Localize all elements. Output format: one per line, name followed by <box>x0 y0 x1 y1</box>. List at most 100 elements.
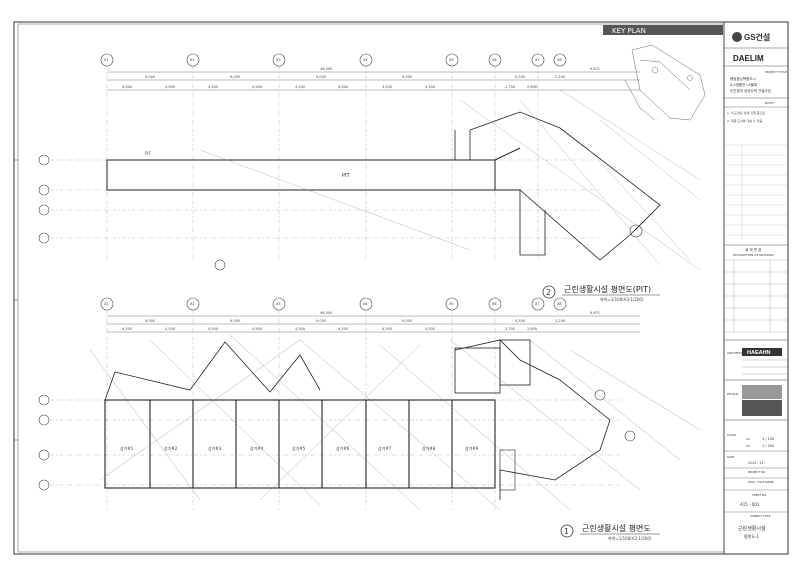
key-plan-label: KEY PLAN <box>612 27 646 35</box>
drawing-text: X3 <box>276 302 281 306</box>
drawing-text: 9,000 <box>402 75 412 79</box>
drawing-text: 4,500 <box>165 327 175 331</box>
drawing-text: 4,500 <box>252 85 262 89</box>
drawing-text: 9,671 <box>590 311 600 315</box>
drawing-text: 9,000 <box>316 319 326 323</box>
drawing-text: 46,000 <box>320 67 332 71</box>
plan-pit <box>38 53 701 271</box>
drawing-text: DATE <box>727 455 735 459</box>
drawing-text: 9,000 <box>316 75 326 79</box>
drawing-text: X8 <box>557 58 562 62</box>
drawing-text: 4,500 <box>208 327 218 331</box>
drawing-text: 4,500 <box>165 85 175 89</box>
room-label: 상가#7 <box>378 445 392 451</box>
room-label: 상가#1 <box>120 445 134 451</box>
room-label: 상가#5 <box>292 445 306 451</box>
drawing-text: X2 <box>190 58 195 62</box>
room-label: 상가#9 <box>465 445 479 451</box>
drawing-text: X7 <box>535 302 540 306</box>
drawing-text: SCALE <box>727 433 736 437</box>
drawing-text: X5 <box>449 302 454 306</box>
drawing-text: 행정중심복합도시 <box>730 76 756 81</box>
plan2-scale: 축척=1/100(A3:1/200) <box>600 296 644 302</box>
drawing-text: 46,000 <box>320 311 332 315</box>
drawing-text: X4 <box>363 58 368 62</box>
drawing-text: 9,671 <box>590 67 600 71</box>
drawing-text: 9,000 <box>145 75 155 79</box>
pit-label: PIT <box>342 173 350 179</box>
drawing-text: 4,500 <box>295 85 305 89</box>
drawing-text: 4,500 <box>208 85 218 89</box>
drawing-text: 5,500 <box>515 319 525 323</box>
room-label: 상가#6 <box>336 445 350 451</box>
drawing-text: 4-2생활권 L4블록 <box>730 82 758 87</box>
drawing-text: 근린생활시설 <box>738 525 766 532</box>
drawing-text: 2,800 <box>527 85 537 89</box>
title-block: GS건설 DAELIM PROJECT TITLE 행정중심복합도시 4-2생활… <box>723 22 788 554</box>
plan-ground <box>38 297 701 511</box>
drawing-text: PROJECT NO. <box>748 470 766 474</box>
drawing-text: 민간참여 공공주택 건설사업 <box>730 88 771 93</box>
drawing-text: X4 <box>363 302 368 306</box>
drawing-text: 평면도-1 <box>744 533 759 539</box>
drawing-text: 1 / 200 <box>762 444 774 448</box>
drawing-text: 2,240 <box>555 75 565 79</box>
room-label: 상가#8 <box>422 445 436 451</box>
drawing-text: NOTE <box>765 101 773 105</box>
drawing-text: 1 / 100 <box>762 437 774 441</box>
drawing-text: 4,500 <box>338 85 348 89</box>
key-plan-sketch <box>624 44 706 121</box>
drawing-text: X1 <box>104 302 109 306</box>
drawing-text: 4,500 <box>338 327 348 331</box>
drawing-text: A3 <box>746 444 750 448</box>
daelim-logo: DAELIM <box>733 54 764 63</box>
drawing-text: X2 <box>190 302 195 306</box>
dimension-texts: 46,000 9,671 9,000 9,000 9,000 9,000 5,5… <box>122 311 600 331</box>
drawing-text: 4,500 <box>382 85 392 89</box>
drawing-text: 9,000 <box>230 75 240 79</box>
drawing-text: X3 <box>276 58 281 62</box>
plan1-number-circle <box>560 524 574 538</box>
drawing-text: 4,500 <box>425 327 435 331</box>
drawing-text: 9,000 <box>402 319 412 323</box>
drawing-text: 5,500 <box>515 75 525 79</box>
drawing-text: A1 <box>746 437 750 441</box>
plan2-number-circle <box>542 285 556 299</box>
drawing-text: 4,500 <box>252 327 262 331</box>
drawing-text: DWG. TITLE NAME <box>748 480 774 484</box>
drawing-text: SUBJECT TITLE <box>750 514 771 518</box>
drawing-text: ARCHITECT <box>727 351 743 355</box>
plan1-scale: 축척=1/100(A3:1/200) <box>608 535 652 541</box>
drawing-text: X7 <box>535 58 540 62</box>
drawing-text: 설 계 변 경 <box>745 247 761 252</box>
plan2-title: 근린생활시설 평면도(PIT) <box>564 284 651 294</box>
drawing-text: X1 <box>104 58 109 62</box>
drawing-text: 2021. 11. <box>748 461 765 465</box>
drawing-text: X6 <box>492 302 497 306</box>
drawing-text: 4,500 <box>425 85 435 89</box>
pit-label-small: PIT <box>145 151 152 156</box>
drawing-text: A15 - 001 <box>740 502 760 507</box>
drawing-text: X6 <box>492 58 497 62</box>
dimension-texts-pit: 46,000 9,671 9,000 9,000 9,000 9,000 5,5… <box>122 67 600 89</box>
plan2-number: 2 <box>546 288 551 297</box>
drawing-text: X5 <box>449 58 454 62</box>
gs-logo: GS건설 <box>744 32 770 42</box>
drawing-text: PROJECT TITLE <box>765 70 787 74</box>
left-edge-ticks <box>14 159 18 441</box>
drawing-text: DESIGN <box>727 392 738 396</box>
drawing-text: X8 <box>557 302 562 306</box>
drawing-text: 2,700 <box>505 327 515 331</box>
room-labels: 상가#1 상가#2 상가#3 상가#4 상가#5 상가#6 상가#7 상가#8 … <box>120 445 479 451</box>
drawing-text: 1. 이 도면은 설계 진행 중으로 <box>727 110 765 115</box>
drawing-text: 2,240 <box>555 319 565 323</box>
drawing-text: 2. 최종 도서와 다를 수 있음 <box>727 118 762 123</box>
drawing-text: 9,000 <box>145 319 155 323</box>
drawing-text: 4,500 <box>122 327 132 331</box>
plan1-number: 1 <box>564 527 569 536</box>
room-label: 상가#2 <box>164 445 178 451</box>
drawing-text: SHEET NO. <box>752 493 767 497</box>
plan1-title: 근린생활시설 평면도 <box>582 523 651 533</box>
